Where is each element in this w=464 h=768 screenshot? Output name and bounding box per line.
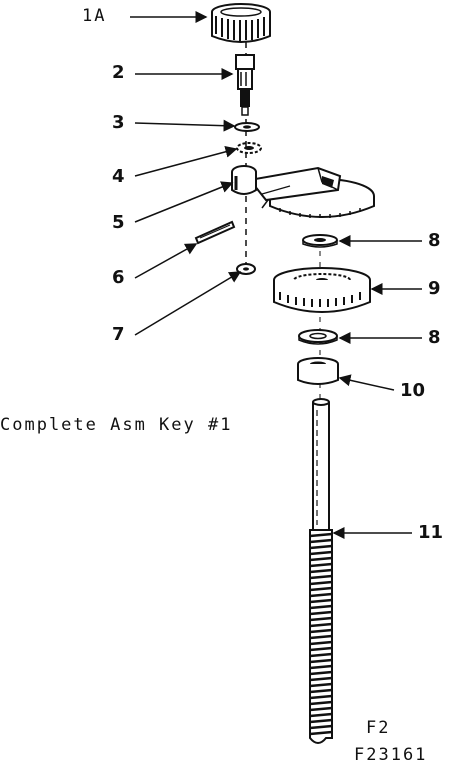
thread-ridge xyxy=(309,730,333,736)
thread-ridge xyxy=(309,616,333,622)
thread-ridge xyxy=(309,676,333,682)
thread-ridge xyxy=(309,628,333,634)
label-7: 7 xyxy=(112,324,125,345)
part-spacer xyxy=(297,357,339,385)
thread-ridge xyxy=(309,556,333,562)
thread-ridge xyxy=(309,682,333,688)
part-gear-wheel xyxy=(273,267,371,313)
thread-ridge xyxy=(309,640,333,646)
label-5: 5 xyxy=(112,212,125,233)
figure-id: F2 xyxy=(366,718,391,738)
thread-ridge xyxy=(309,694,333,700)
thread-ridge xyxy=(309,598,333,604)
thread-ridge xyxy=(309,538,333,544)
label-9: 9 xyxy=(428,278,441,299)
label-10: 10 xyxy=(400,380,426,401)
thread-ridge xyxy=(309,634,333,640)
thread-ridge xyxy=(309,652,333,658)
part-dowel-pin xyxy=(194,220,236,245)
label-4: 4 xyxy=(112,166,125,187)
thread-ridge xyxy=(309,712,333,718)
thread-ridge xyxy=(309,604,333,610)
label-1a: 1A xyxy=(82,6,107,26)
thread-ridge xyxy=(309,562,333,568)
thread-ridge xyxy=(309,724,333,730)
thread-ridge xyxy=(309,580,333,586)
label-11: 11 xyxy=(418,522,444,543)
label-8-upper: 8 xyxy=(428,230,441,251)
thread-ridge xyxy=(309,718,333,724)
thread-ridge xyxy=(309,592,333,598)
thread-ridge xyxy=(309,610,333,616)
part-star-washer xyxy=(236,142,262,154)
thread-ridge xyxy=(309,568,333,574)
thread-ridge xyxy=(309,670,333,676)
part-number: F23161 xyxy=(354,745,428,765)
part-arm-assembly xyxy=(231,165,375,218)
part-stem xyxy=(235,54,255,116)
part-clip xyxy=(236,263,256,275)
part-knob xyxy=(211,3,271,43)
thread-ridge xyxy=(309,706,333,712)
part-washer-lower xyxy=(298,329,338,345)
leader-lines xyxy=(130,11,422,539)
thread-ridge xyxy=(309,664,333,670)
thread-ridge xyxy=(309,646,333,652)
thread-ridge xyxy=(309,544,333,550)
label-2: 2 xyxy=(112,62,125,83)
label-6: 6 xyxy=(112,267,125,288)
thread-ridge xyxy=(309,532,333,538)
thread-ridge xyxy=(309,574,333,580)
assembly-caption: Complete Asm Key #1 xyxy=(0,415,233,435)
thread-ridge xyxy=(309,586,333,592)
thread-ridge xyxy=(309,688,333,694)
thread-ridge xyxy=(309,550,333,556)
thread-ridge xyxy=(309,658,333,664)
thread-ridge xyxy=(309,622,333,628)
label-3: 3 xyxy=(112,112,125,133)
label-8-lower: 8 xyxy=(428,327,441,348)
part-threaded-shaft xyxy=(309,398,333,744)
part-washer-upper xyxy=(302,234,338,248)
thread-ridge xyxy=(309,700,333,706)
part-washer-small xyxy=(234,122,260,132)
